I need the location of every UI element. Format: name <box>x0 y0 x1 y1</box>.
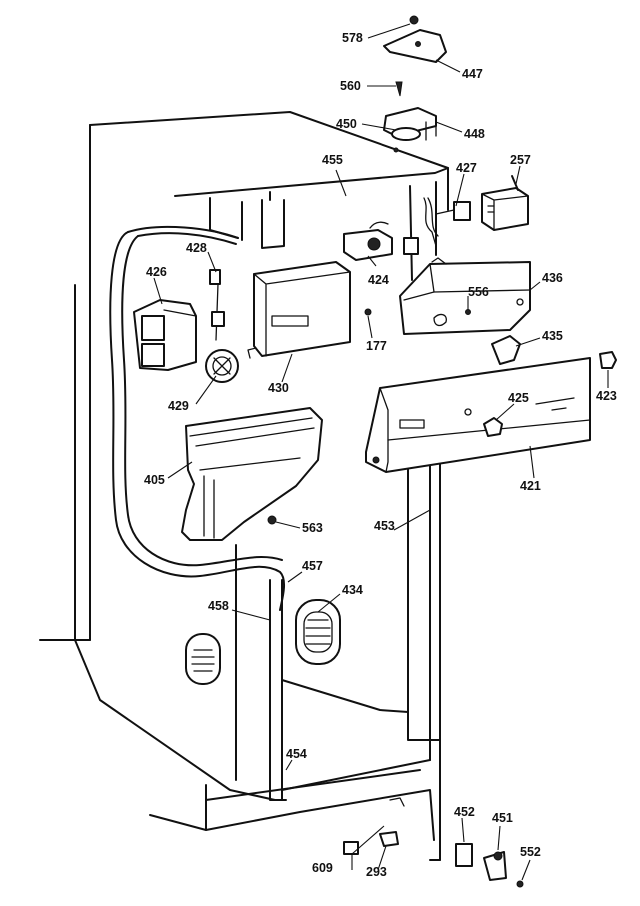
part-label-556: 556 <box>468 285 489 299</box>
part-424-switch <box>343 221 393 261</box>
part-label-457: 457 <box>302 559 323 573</box>
part-451-hinge-pin <box>483 851 524 888</box>
part-293-clip <box>379 797 405 847</box>
part-label-436: 436 <box>542 271 563 285</box>
part-label-257: 257 <box>510 153 531 167</box>
part-428-sensor <box>209 269 225 341</box>
part-430-cover <box>247 261 372 359</box>
part-label-552: 552 <box>520 845 541 859</box>
part-label-454: 454 <box>286 747 307 761</box>
part-label-421: 421 <box>520 479 541 493</box>
part-label-435: 435 <box>542 329 563 343</box>
part-label-177: 177 <box>366 339 387 353</box>
part-label-427: 427 <box>456 161 477 175</box>
part-427-wiring <box>403 197 471 255</box>
part-label-426: 426 <box>146 265 167 279</box>
part-label-563: 563 <box>302 521 323 535</box>
part-436-housing <box>399 257 531 335</box>
part-421-control-panel <box>365 357 591 473</box>
part-429-fan <box>205 349 239 383</box>
part-label-425: 425 <box>508 391 529 405</box>
part-label-455: 455 <box>322 153 343 167</box>
part-label-560: 560 <box>340 79 361 93</box>
part-423-knob <box>599 351 617 369</box>
part-label-434: 434 <box>342 583 363 597</box>
part-label-448: 448 <box>464 127 485 141</box>
part-426-damper <box>133 299 197 371</box>
part-447-cover <box>383 15 447 63</box>
part-label-423: 423 <box>596 389 617 403</box>
part-label-453: 453 <box>374 519 395 533</box>
part-label-429: 429 <box>168 399 189 413</box>
leader-lines <box>153 23 609 881</box>
part-labels: 578 447 560 450 448 455 427 257 428 426 424 436 556 1… <box>144 31 617 879</box>
part-label-609: 609 <box>312 861 333 875</box>
part-405-air-duct <box>181 407 323 541</box>
part-label-452: 452 <box>454 805 475 819</box>
part-label-405: 405 <box>144 473 165 487</box>
part-label-430: 430 <box>268 381 289 395</box>
part-label-458: 458 <box>208 599 229 613</box>
part-label-424: 424 <box>368 273 389 287</box>
refrigerator-cabinet <box>39 111 449 861</box>
part-label-428: 428 <box>186 241 207 255</box>
part-609-clip <box>343 841 359 855</box>
part-257-timer <box>481 175 529 231</box>
part-label-451: 451 <box>492 811 513 825</box>
part-448-bracket <box>383 81 437 153</box>
part-435-knob <box>491 335 521 365</box>
part-label-293: 293 <box>366 865 387 879</box>
part-label-578: 578 <box>342 31 363 45</box>
part-434-grille <box>295 599 341 665</box>
part-label-450: 450 <box>336 117 357 131</box>
part-label-447: 447 <box>462 67 483 81</box>
part-452-hinge <box>455 843 473 867</box>
